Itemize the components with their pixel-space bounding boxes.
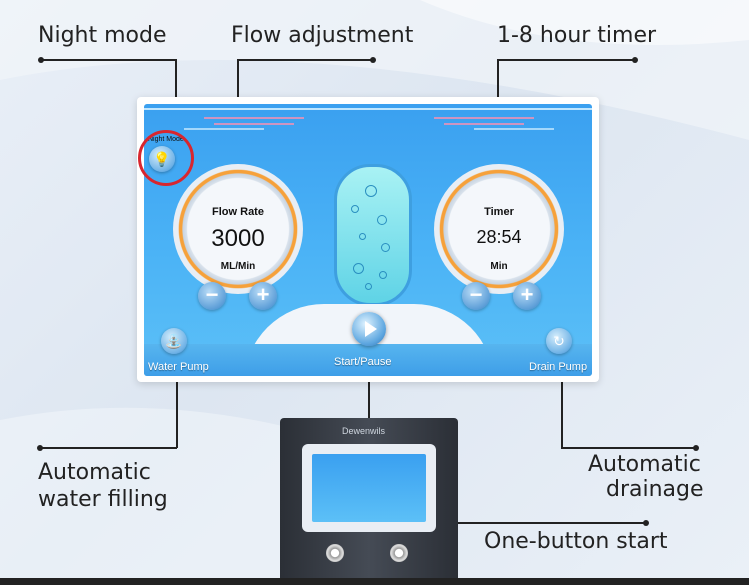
device-inlet-port xyxy=(326,544,344,562)
water-pump-icon[interactable]: ⛲ xyxy=(161,328,187,354)
device-brand: Dewenwils xyxy=(342,426,386,436)
bubble-icon xyxy=(381,243,390,252)
leader-dot xyxy=(643,520,649,526)
leader-line xyxy=(176,350,178,448)
callout-water-filling-line2: water filling xyxy=(38,487,168,512)
bottom-bar xyxy=(144,344,592,376)
bubble-icon xyxy=(377,215,387,225)
start-pause-label: Start/Pause xyxy=(334,356,392,368)
timer-decrease-button[interactable]: − xyxy=(462,282,490,310)
device-screen xyxy=(302,444,436,532)
header-decoration xyxy=(144,108,592,130)
bubble-icon xyxy=(365,185,377,197)
device-screen-display xyxy=(312,454,426,522)
bubble-icon xyxy=(379,271,387,279)
bubble-icon xyxy=(351,205,359,213)
bubble-icon xyxy=(359,233,366,240)
flow-increase-button[interactable]: + xyxy=(249,282,277,310)
leader-line xyxy=(368,522,645,524)
leader-line xyxy=(237,59,372,61)
leader-line xyxy=(40,447,177,449)
flow-rate-value: 3000 xyxy=(211,225,265,252)
leader-line xyxy=(41,59,176,61)
leader-line xyxy=(497,59,634,61)
timer-unit: Min xyxy=(490,261,508,272)
water-pump-label: Water Pump xyxy=(148,361,209,373)
leader-line xyxy=(561,447,695,449)
callout-one-button-start: One-button start xyxy=(484,529,668,554)
callout-drainage-line2: drainage xyxy=(606,477,704,502)
leader-line xyxy=(561,350,563,448)
device-outlet-port xyxy=(390,544,408,562)
floor-strip xyxy=(0,578,749,585)
flow-rate-title: Flow Rate xyxy=(212,206,264,218)
timer-value: 28:54 xyxy=(476,227,522,247)
flow-rate-gauge: Flow Rate 3000 ML/Min xyxy=(173,164,303,294)
callout-timer: 1-8 hour timer xyxy=(497,23,657,48)
callout-water-filling-line1: Automatic xyxy=(38,460,151,485)
bubble-icon xyxy=(365,283,372,290)
leader-dot xyxy=(370,57,376,63)
night-mode-highlight-circle xyxy=(138,130,194,186)
timer-title: Timer xyxy=(484,206,514,218)
leader-dot xyxy=(693,445,699,451)
timer-gauge: Timer 28:54 Min xyxy=(434,164,564,294)
device-body: Dewenwils xyxy=(280,418,458,585)
bubble-icon xyxy=(353,263,364,274)
flow-decrease-button[interactable]: − xyxy=(198,282,226,310)
start-pause-button[interactable] xyxy=(352,312,386,346)
callout-drainage-line1: Automatic xyxy=(588,452,701,477)
control-screen: Night Mode 💡 Flow Rate 3000 ML/Min − + T… xyxy=(144,104,592,376)
drain-pump-label: Drain Pump xyxy=(529,361,588,373)
callout-flow-adjustment: Flow adjustment xyxy=(231,23,414,48)
flow-rate-unit: ML/Min xyxy=(220,261,256,272)
water-level-indicator xyxy=(334,164,412,306)
leader-dot xyxy=(632,57,638,63)
callout-night-mode: Night mode xyxy=(38,23,167,48)
drain-pump-icon[interactable]: ↻ xyxy=(546,328,572,354)
timer-increase-button[interactable]: + xyxy=(513,282,541,310)
